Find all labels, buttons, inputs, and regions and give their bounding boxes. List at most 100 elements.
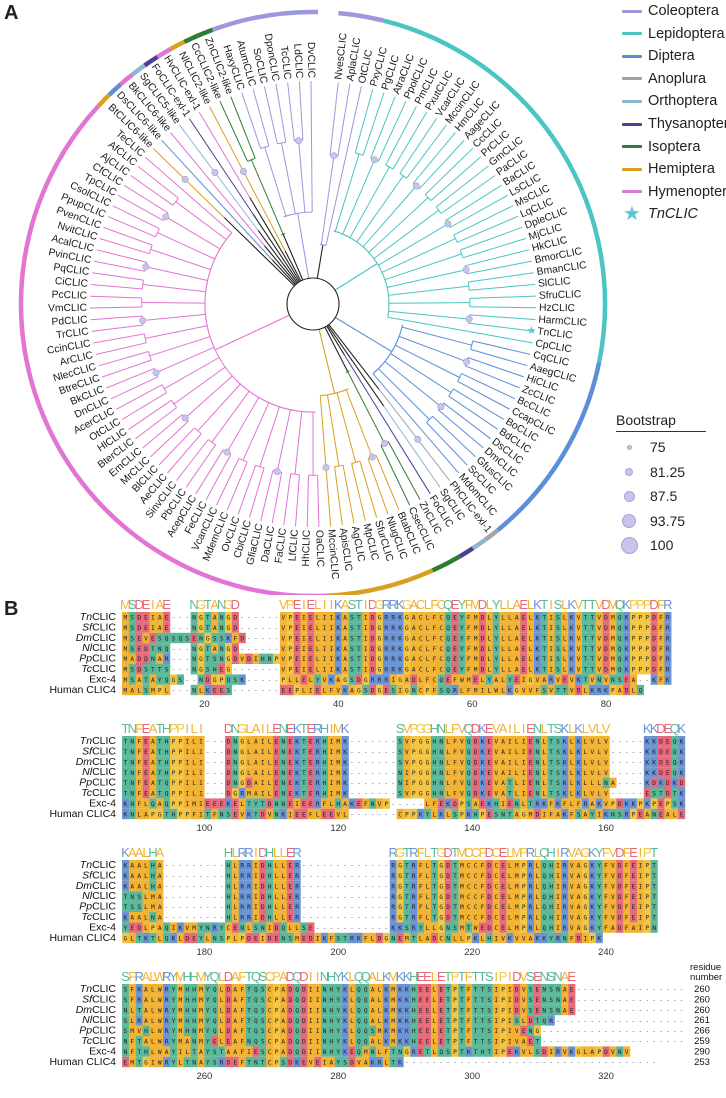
residue-letter: - — [378, 780, 382, 787]
residue-letter: L — [529, 615, 533, 622]
residue-letter: D — [357, 677, 361, 684]
residue-letter: H — [330, 1028, 334, 1035]
residue-cell — [417, 746, 425, 757]
residue-letter: A — [158, 863, 162, 870]
residue-letter: V — [577, 667, 581, 674]
residue-cell — [245, 746, 253, 757]
residue-letter: F — [137, 801, 141, 808]
residue-cell — [554, 746, 562, 757]
residue-letter: F — [453, 791, 457, 798]
residue-letter: H — [494, 801, 498, 808]
branch — [283, 473, 292, 526]
bootstrap-label: 75 — [650, 439, 666, 455]
residue-cell — [444, 653, 452, 664]
residue-letter: G — [439, 894, 443, 901]
residue-letter: D — [487, 873, 491, 880]
residue-letter: - — [357, 739, 361, 746]
residue-letter: A — [501, 770, 505, 777]
residue-letter: - — [357, 925, 361, 932]
residue-cell — [341, 756, 349, 768]
residue-letter: K — [563, 749, 567, 756]
residue-letter: A — [254, 739, 258, 746]
residue-cell — [300, 643, 308, 654]
residue-letter: I — [405, 770, 409, 777]
residue-letter: R — [247, 904, 251, 911]
residue-letter: G — [172, 677, 176, 684]
logo-letter: N — [189, 597, 198, 612]
residue-letter: A — [343, 625, 347, 632]
residue-cell — [403, 622, 411, 633]
residue-cell — [430, 746, 439, 757]
residue-cell — [575, 674, 583, 685]
residue-letter: C — [439, 667, 443, 674]
residue-letter: L — [515, 770, 519, 777]
logo-letter: L — [245, 721, 252, 736]
residue-letter: E — [536, 987, 540, 994]
residue-cell — [156, 653, 164, 664]
branch — [387, 269, 467, 288]
residue-cell — [609, 664, 617, 675]
residue-letter: V — [494, 780, 498, 787]
residue-cell — [321, 736, 329, 747]
residue-letter: R — [295, 904, 299, 911]
residue-letter: T — [446, 997, 450, 1004]
residue-cell — [327, 746, 336, 757]
residue-letter: P — [645, 863, 649, 870]
residue-letter: I — [639, 863, 643, 870]
residue-letter: I — [295, 801, 299, 808]
residue-letter: E — [501, 915, 505, 922]
residue-letter: - — [597, 1007, 601, 1014]
residue-letter: - — [618, 997, 622, 1004]
residue-letter: T — [584, 615, 588, 622]
residue-letter: - — [247, 687, 251, 694]
branch — [372, 373, 421, 429]
logo-letter: M — [333, 721, 344, 736]
residue-cell — [128, 622, 136, 633]
residue-letter: T — [124, 894, 128, 901]
residue-letter: I — [522, 749, 526, 756]
residue-letter: N — [439, 770, 443, 777]
residue-letter: F — [625, 863, 629, 870]
clade-arc — [484, 528, 500, 542]
residue-letter: D — [371, 646, 375, 653]
residue-letter: - — [371, 925, 375, 932]
residue-letter: G — [584, 863, 588, 870]
residue-letter: Q — [673, 759, 677, 766]
residue-letter: S — [261, 987, 265, 994]
residue-letter: E — [515, 677, 519, 684]
residue-letter: K — [391, 925, 395, 932]
residue-cell — [300, 664, 308, 675]
residue-letter: R — [549, 677, 553, 684]
residue-letter: K — [343, 997, 347, 1004]
residue-letter: L — [597, 739, 601, 746]
residue-cell — [163, 736, 171, 747]
residue-cell — [437, 643, 445, 654]
residue-letter: V — [590, 749, 594, 756]
residue-letter: - — [611, 749, 615, 756]
residue-cell — [149, 622, 157, 633]
logo-letter: A — [499, 721, 508, 736]
residue-letter: K — [563, 770, 567, 777]
residue-letter: - — [206, 894, 210, 901]
residue-letter: T — [144, 677, 148, 684]
residue-cell — [650, 643, 658, 654]
residue-cell — [149, 612, 157, 623]
residue-letter: K — [144, 935, 148, 942]
residue-cell — [533, 653, 542, 664]
residue-cell — [231, 674, 239, 685]
residue-letter: R — [666, 667, 670, 674]
residue-cell — [479, 674, 487, 685]
residue-letter: P — [639, 615, 643, 622]
residue-letter: - — [639, 749, 643, 756]
residue-letter: Q — [295, 1028, 299, 1035]
residue-letter: E — [309, 759, 313, 766]
residue-letter: G — [584, 894, 588, 901]
residue-cell — [321, 622, 329, 633]
residue-letter: Q — [467, 759, 471, 766]
residue-cell — [197, 622, 205, 633]
residue-letter: A — [666, 811, 670, 818]
residue-letter: E — [295, 625, 299, 632]
residue-letter: T — [584, 656, 588, 663]
branch — [249, 197, 301, 282]
